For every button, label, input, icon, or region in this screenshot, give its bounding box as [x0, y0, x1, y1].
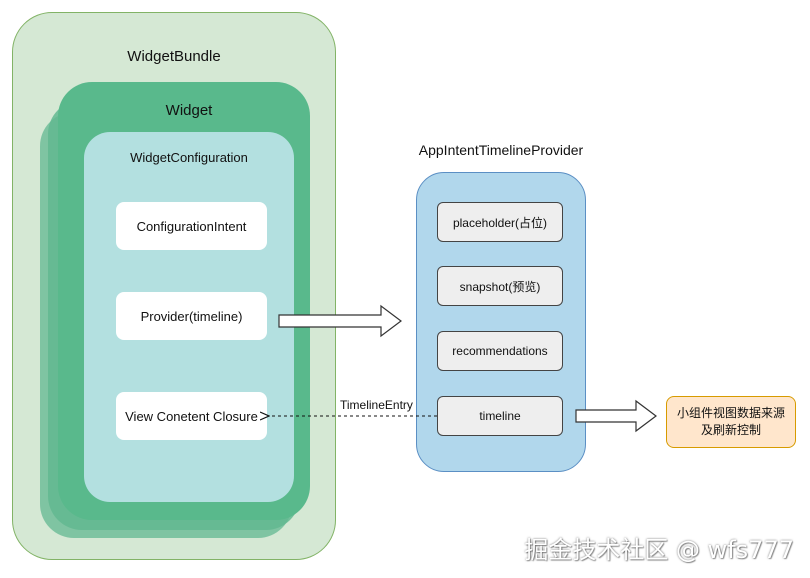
provider-timeline-box: Provider(timeline) — [116, 292, 267, 340]
provider-to-timeline-provider-arrow — [278, 304, 402, 338]
widget-configuration-title: WidgetConfiguration — [130, 150, 248, 165]
snapshot-method-box: snapshot(预览) — [437, 266, 563, 306]
recommendations-method-box: recommendations — [437, 331, 563, 371]
widget-title: Widget — [165, 102, 213, 119]
note-box: 小组件视图数据来源及刷新控制 — [666, 396, 796, 448]
timeline-method-box: timeline — [437, 396, 563, 436]
timeline-entry-label: TimelineEntry — [338, 398, 415, 412]
view-content-closure-box: View Conetent Closure — [116, 392, 267, 440]
timeline-to-note-arrow — [575, 399, 657, 433]
widget-bundle-title: WidgetBundle — [127, 48, 221, 65]
watermark: 掘金技术社区 @ wfs777 — [524, 536, 794, 564]
placeholder-method-box: placeholder(占位) — [437, 202, 563, 242]
provider-title: AppIntentTimelineProvider — [418, 142, 584, 158]
configuration-intent-box: ConfigurationIntent — [116, 202, 267, 250]
